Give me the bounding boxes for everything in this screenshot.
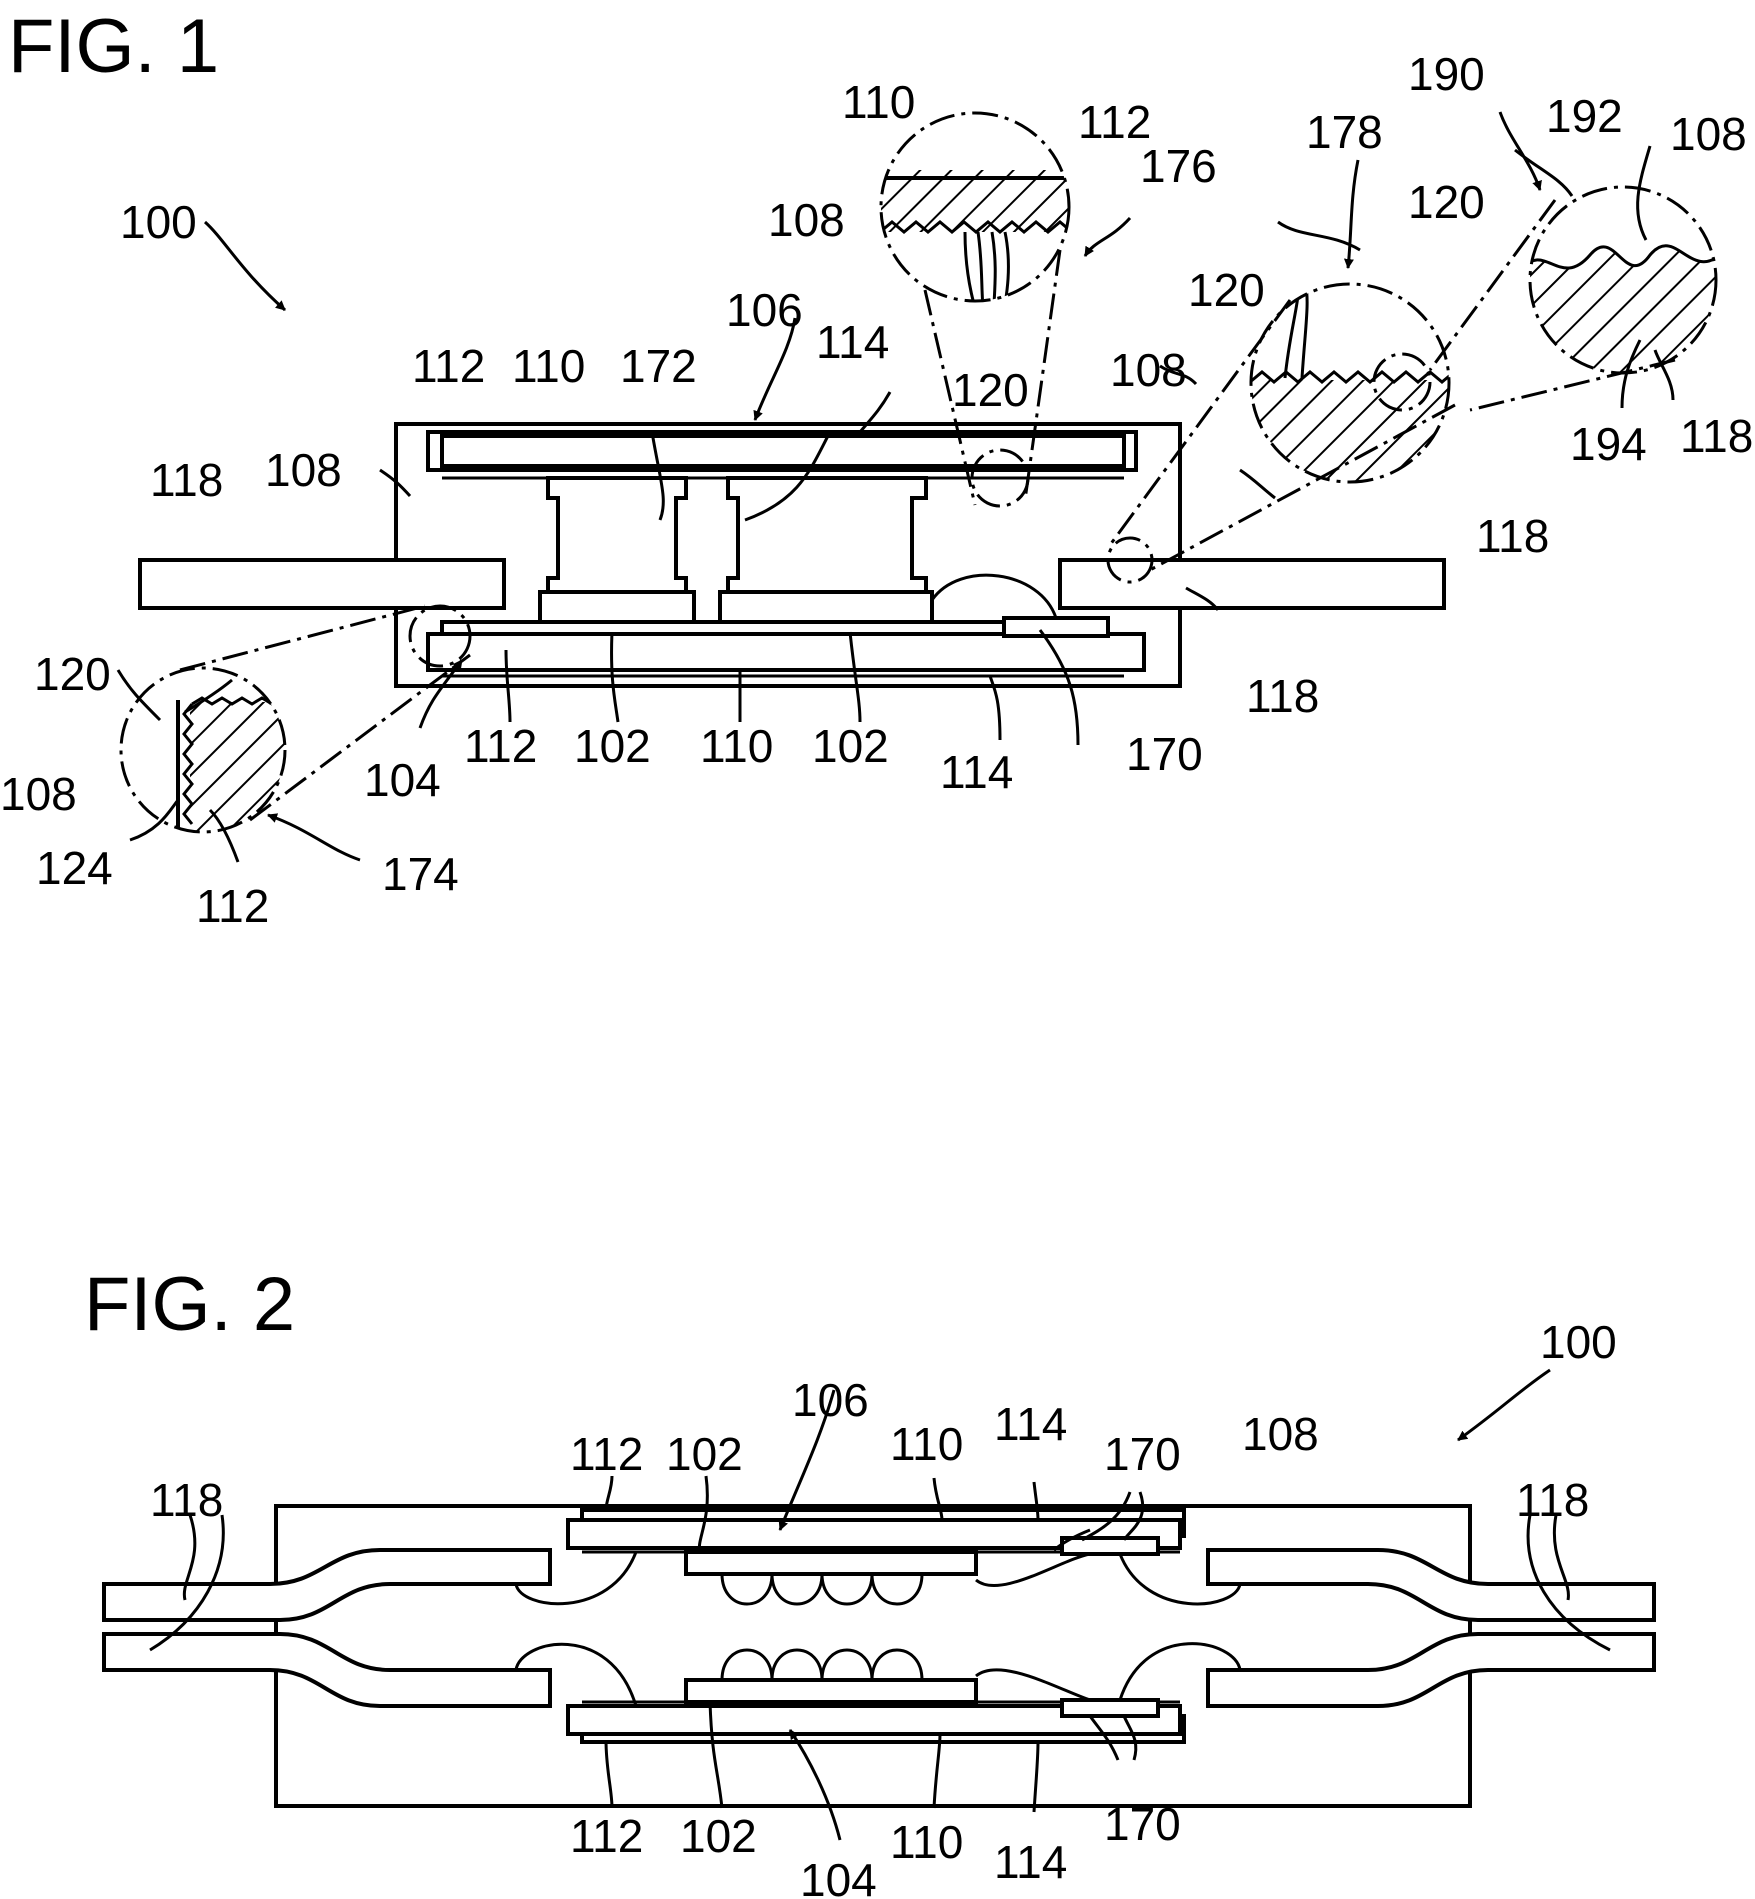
wire-chip-pad-bottom — [976, 1670, 1090, 1700]
arrow-174 — [268, 815, 360, 860]
ref-110-detail: 110 — [842, 76, 915, 128]
spacer-172-left — [548, 478, 686, 592]
ref-118-right: 118 — [1680, 410, 1753, 462]
ref-120-mid: 120 — [1188, 264, 1265, 316]
chip-102-top — [686, 1552, 976, 1574]
ref-124: 124 — [36, 842, 113, 894]
arrow-190 — [1500, 112, 1540, 190]
arrow-176 — [1085, 218, 1130, 256]
ref-104: 104 — [800, 1854, 877, 1899]
ref-120-right: 120 — [1408, 176, 1485, 228]
ref-112-top: 112 — [412, 340, 485, 392]
ref-178: 178 — [1306, 106, 1383, 158]
ref-170-bottom: 170 — [1104, 1798, 1181, 1850]
ref-114-top: 114 — [994, 1398, 1067, 1450]
ref-172: 172 — [620, 340, 697, 392]
chip-102-bottom — [686, 1680, 976, 1702]
ref-110-top: 110 — [512, 340, 585, 392]
lead-118-left-top — [104, 1550, 550, 1620]
ref-118-left: 118 — [150, 454, 223, 506]
figure-1-title: FIG. 1 — [8, 4, 219, 89]
spacer-172-right — [728, 478, 926, 592]
bond-pad-170 — [1004, 618, 1108, 636]
ref-100: 100 — [1540, 1316, 1617, 1368]
lead-118-right — [1060, 560, 1444, 608]
ref-100: 100 — [120, 196, 197, 248]
ref-102-b: 102 — [812, 720, 889, 772]
ref-120-detail: 120 — [952, 364, 1029, 416]
ref-112-bottom: 112 — [570, 1810, 643, 1862]
ref-102-bottom: 102 — [680, 1810, 757, 1862]
figure-2-title: FIG. 2 — [84, 1262, 295, 1347]
ref-192: 192 — [1546, 90, 1623, 142]
ref-106: 106 — [726, 284, 803, 336]
lead-118-left — [140, 560, 504, 608]
wire-chip-pad-top — [976, 1554, 1090, 1586]
ref-108: 108 — [1242, 1408, 1319, 1460]
lead-118-right-bottom — [1208, 1634, 1654, 1706]
ref-110-bottom: 110 — [890, 1816, 963, 1868]
lead-118-left-bottom — [104, 1634, 550, 1706]
ref-114-bottom: 114 — [994, 1836, 1067, 1888]
bond-wires-top — [722, 1574, 922, 1604]
ref-190: 190 — [1408, 48, 1485, 100]
ref-110-top: 110 — [890, 1418, 963, 1470]
ref-112-left-detail: 112 — [196, 880, 269, 932]
ref-176: 176 — [1140, 140, 1217, 192]
pad-170-top — [1062, 1538, 1158, 1554]
ref-118-left: 118 — [150, 1474, 223, 1526]
ref-112-top: 112 — [570, 1428, 643, 1480]
ref-118-right: 118 — [1516, 1474, 1589, 1526]
ref-102-top: 102 — [666, 1428, 743, 1480]
ref-118-mid: 118 — [1476, 510, 1549, 562]
ref-108-detail: 108 — [768, 194, 845, 246]
ref-102-a: 102 — [574, 720, 651, 772]
arrow-178 — [1348, 160, 1358, 268]
pad-170-bottom — [1062, 1700, 1158, 1716]
ref-114-top: 114 — [816, 316, 889, 368]
ref-170: 170 — [1126, 728, 1203, 780]
ref-174: 174 — [382, 848, 459, 900]
ref-104: 104 — [364, 754, 441, 806]
bond-wire-170 — [932, 575, 1056, 618]
ref-112-bottom: 112 — [464, 720, 537, 772]
arrow-104 — [790, 1730, 840, 1840]
ref-110-bottom: 110 — [700, 720, 773, 772]
ref-108-mid: 108 — [1110, 344, 1187, 396]
figure-1: FIG. 1 — [0, 4, 1753, 932]
bottom-substrate-layer-110 — [428, 634, 1144, 670]
ref-108-left-detail: 108 — [0, 768, 77, 820]
lead-118-right-top — [1208, 1550, 1654, 1620]
ref-114-bottom: 114 — [940, 746, 1013, 798]
ref-194: 194 — [1570, 418, 1647, 470]
arrow-100 — [205, 222, 285, 310]
figure-2: FIG. 2 — [84, 1262, 1654, 1899]
ref-118-lower-right: 118 — [1246, 670, 1319, 722]
ref-106: 106 — [792, 1374, 869, 1426]
ref-170-top: 170 — [1104, 1428, 1181, 1480]
bond-wires-bottom — [722, 1650, 922, 1680]
ref-108-right: 108 — [1670, 108, 1747, 160]
arrow-100 — [1458, 1370, 1550, 1440]
ref-108-left: 108 — [265, 444, 342, 496]
ref-120-left-detail: 120 — [34, 648, 111, 700]
